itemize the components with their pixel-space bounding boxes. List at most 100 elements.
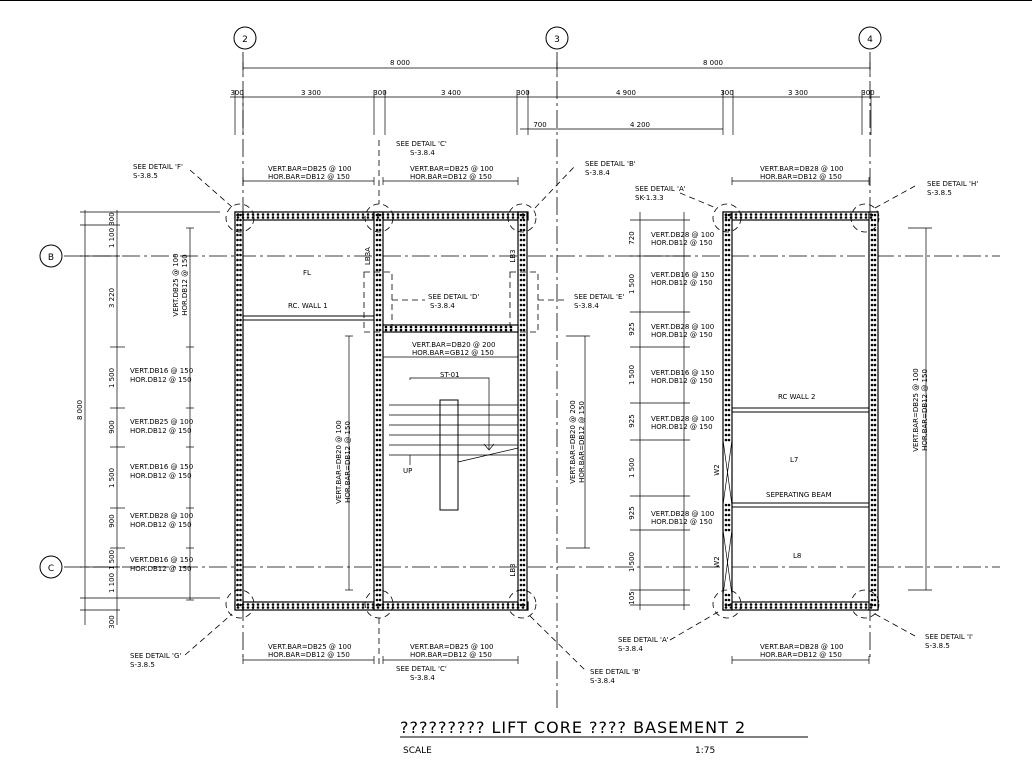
- rebar-dot: [504, 328, 508, 332]
- rebar-dot: [724, 228, 728, 232]
- svg-text:HOR.DB12 @ 150: HOR.DB12 @ 150: [130, 565, 192, 573]
- rebar-dot: [378, 578, 382, 582]
- rebar-dot: [236, 263, 239, 267]
- rebar-dot: [519, 388, 523, 392]
- rebar-dot: [236, 393, 239, 397]
- rebar-dot: [241, 213, 245, 216]
- rebar-dot: [486, 216, 490, 219]
- rebar-dot: [466, 213, 470, 216]
- rebar-dot: [522, 463, 526, 467]
- rebar-dot: [754, 216, 758, 219]
- rebar-dot: [281, 213, 285, 216]
- rebar-dot: [239, 593, 242, 597]
- rebar-dot: [481, 603, 485, 606]
- rebar-dot: [396, 603, 400, 606]
- rebar-dot: [386, 213, 390, 216]
- rebar-dot: [375, 478, 379, 482]
- rebar-dot: [727, 528, 731, 532]
- rebar-dot: [769, 216, 773, 219]
- rebar-dot: [381, 606, 385, 609]
- rebar-dot: [809, 606, 813, 609]
- rebar-dot: [727, 283, 731, 287]
- rebar-dot: [870, 363, 874, 367]
- rebar-dot: [727, 418, 731, 422]
- rebar-dot: [239, 438, 242, 442]
- rebar-dot: [491, 603, 495, 606]
- rebar-dot: [239, 388, 242, 392]
- rebar-dot: [519, 433, 523, 437]
- rebar-dot: [331, 603, 335, 606]
- rebar-dot: [829, 216, 833, 219]
- rebar-dot: [724, 358, 728, 362]
- rebar-dot: [769, 606, 773, 609]
- rebar-dot: [522, 268, 526, 272]
- rebar-dot: [496, 216, 500, 219]
- svg-text:S-3.8.4: S-3.8.4: [410, 149, 435, 157]
- rebar-dot: [873, 423, 877, 427]
- rebar-dot: [346, 603, 350, 606]
- rebar-dot: [724, 388, 728, 392]
- rebar-dot: [239, 413, 242, 417]
- rebar-dot: [522, 593, 526, 597]
- rebar-dot: [236, 453, 239, 457]
- rebar-dot: [519, 393, 523, 397]
- rebar-dot: [870, 223, 874, 227]
- rebar-dot: [301, 213, 305, 216]
- rebar-dot: [873, 428, 877, 432]
- rebar-dot: [471, 216, 475, 219]
- svg-text:300: 300: [230, 89, 243, 97]
- rebar-dot: [296, 603, 300, 606]
- rebar-dot: [829, 606, 833, 609]
- rebar-dot: [519, 378, 523, 382]
- rebar-dot: [321, 216, 325, 219]
- rebar-dot: [346, 606, 350, 609]
- rebar-dot: [779, 216, 783, 219]
- rebar-dot: [471, 603, 475, 606]
- svg-text:VERT.DB28 @ 100: VERT.DB28 @ 100: [130, 512, 193, 520]
- rebar-dot: [386, 216, 390, 219]
- rebar-dot: [378, 268, 382, 272]
- rebar-dot: [873, 343, 877, 347]
- rebar-dot: [399, 325, 403, 329]
- rebar-dot: [522, 558, 526, 562]
- rebar-dot: [519, 538, 523, 542]
- rebar-dot: [239, 333, 242, 337]
- rebar-dot: [356, 603, 360, 606]
- rebar-dot: [496, 213, 500, 216]
- rebar-dot: [378, 443, 382, 447]
- rebar-dot: [256, 213, 260, 216]
- rebar-dot: [522, 408, 526, 412]
- rebar-dot: [239, 293, 242, 297]
- rebar-dot: [459, 325, 463, 329]
- rebar-dot: [870, 273, 874, 277]
- rebar-dot: [522, 313, 526, 317]
- rebar-dot: [519, 318, 523, 322]
- rebar-dot: [375, 243, 379, 247]
- rebar-dot: [378, 538, 382, 542]
- rebar-dot: [375, 323, 379, 327]
- rebar-dot: [239, 318, 242, 322]
- rebar-dot: [301, 216, 305, 219]
- rebar-dot: [519, 533, 523, 537]
- rebar-dot: [271, 603, 275, 606]
- rebar-dot: [870, 488, 874, 492]
- rebar-dot: [519, 603, 523, 607]
- rebar-dot: [799, 213, 803, 216]
- rebar-dot: [727, 403, 731, 407]
- rebar-dot: [870, 288, 874, 292]
- rebar-dot: [236, 248, 239, 252]
- rebar-dot: [727, 593, 731, 597]
- rebar-dot: [873, 468, 877, 472]
- rebar-dot: [444, 325, 448, 329]
- rebar-dot: [516, 213, 520, 216]
- rebar-dot: [873, 568, 877, 572]
- rebar-dot: [371, 213, 375, 216]
- rebar-dot: [366, 606, 370, 609]
- rebar-dot: [789, 603, 793, 606]
- rebar-dot: [394, 325, 398, 329]
- rebar-dot: [236, 288, 239, 292]
- rebar-dot: [727, 398, 731, 402]
- rebar-dot: [236, 378, 239, 382]
- rebar-dot: [727, 288, 731, 292]
- rebar-dot: [434, 328, 438, 332]
